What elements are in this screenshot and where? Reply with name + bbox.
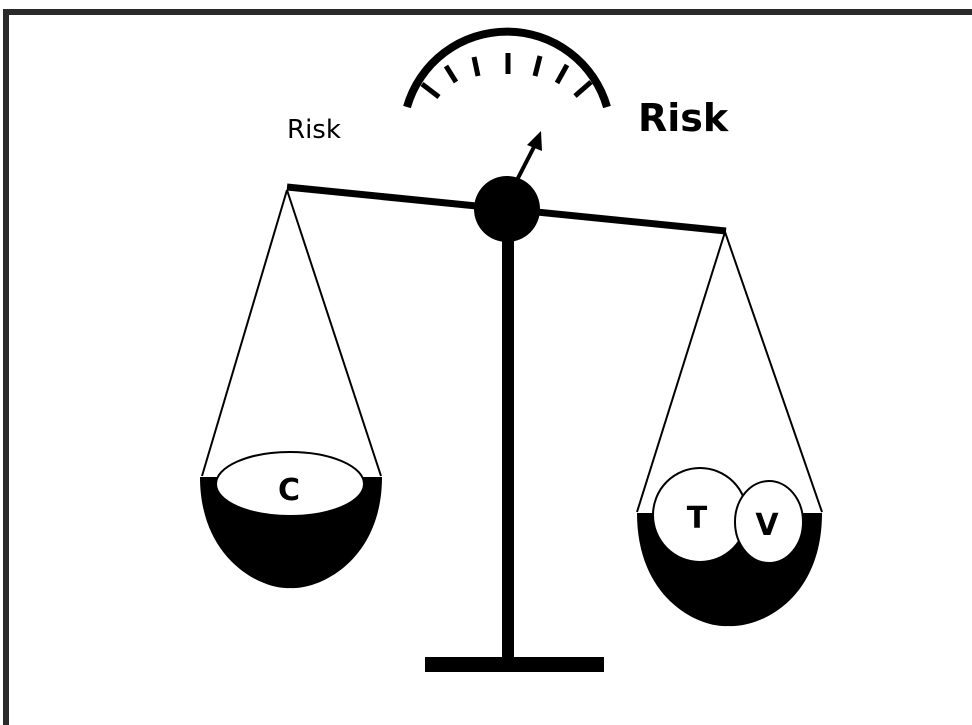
right-pan-label-v: V [755, 508, 779, 543]
risk-label-right: Risk [638, 96, 729, 140]
risk-label-left: Risk [287, 115, 341, 145]
scale-stand [502, 212, 514, 662]
left-pan-strings [202, 190, 381, 476]
left-string-inner [287, 190, 381, 476]
scale-pivot [474, 176, 540, 242]
right-string-inner [725, 232, 822, 512]
gauge-tick [535, 56, 540, 76]
gauge-tick [446, 66, 456, 82]
left-pan-label: C [278, 473, 300, 508]
gauge-tick [557, 65, 567, 83]
gauge-tick [422, 84, 439, 97]
left-string-outer [202, 190, 287, 476]
gauge-ticks [422, 53, 591, 97]
gauge-needle [517, 145, 535, 180]
scale-base [425, 657, 604, 672]
right-pan-strings [637, 232, 822, 512]
right-pan-label-t: T [687, 501, 708, 536]
gauge-needle-arrowhead [527, 131, 542, 151]
gauge-tick [474, 57, 478, 76]
gauge-tick [575, 82, 591, 96]
